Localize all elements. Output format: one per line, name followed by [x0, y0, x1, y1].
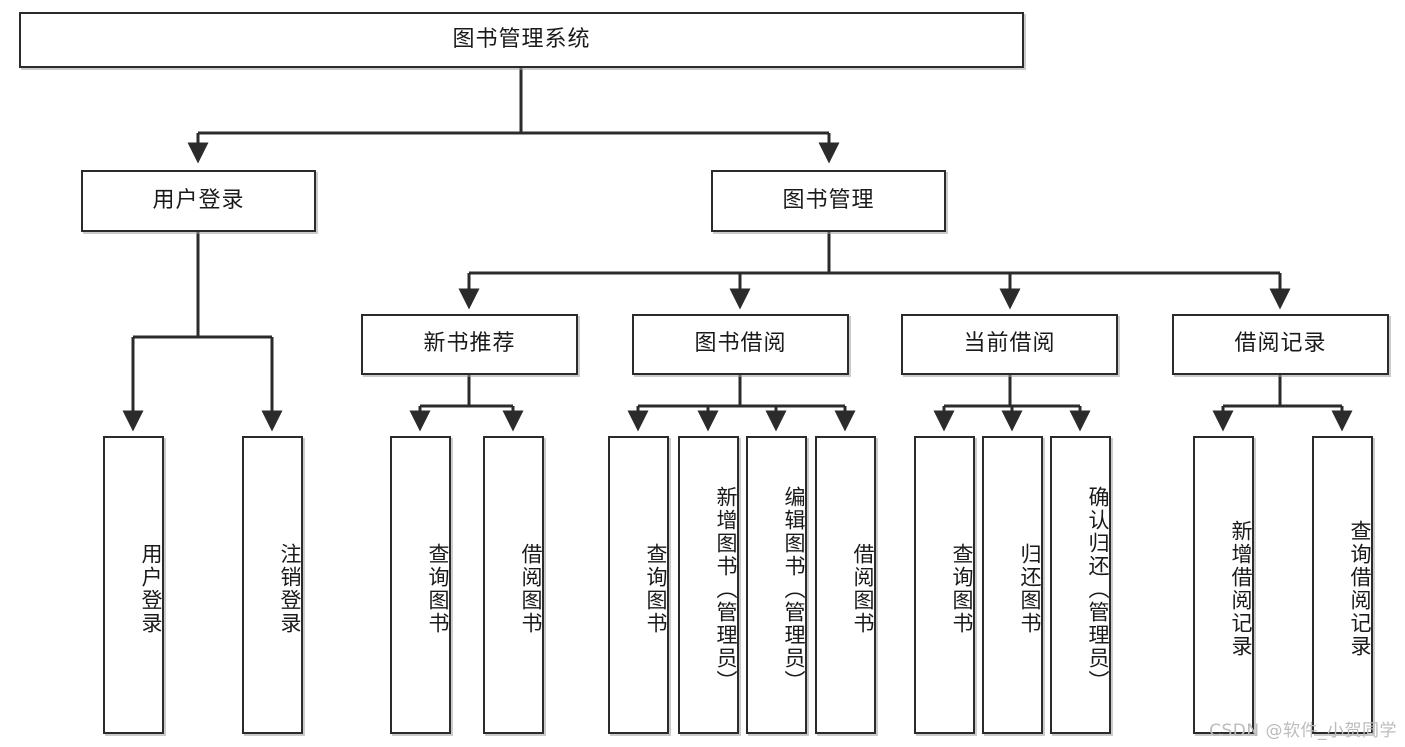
node-leaf-query-book-1[interactable]: 查询图书 [390, 436, 451, 734]
node-label: 查询图书 [950, 543, 974, 635]
node-label: 新增图书（管理员） [714, 485, 738, 693]
node-leaf-query-book-3[interactable]: 查询图书 [914, 436, 975, 734]
node-leaf-confirm-return[interactable]: 确认归还（管理员） [1050, 436, 1111, 734]
node-label: 新书推荐 [423, 331, 516, 357]
node-label: 用户登录 [139, 543, 163, 635]
node-label: 查询借阅记录 [1348, 520, 1372, 658]
node-book-management[interactable]: 图书管理 [711, 170, 946, 232]
node-label: 图书管理系统 [452, 26, 591, 52]
csdn-watermark: CSDN @软件_小贺同学 [1209, 721, 1397, 741]
node-leaf-add-book[interactable]: 新增图书（管理员） [678, 436, 739, 734]
node-leaf-query-book-2[interactable]: 查询图书 [608, 436, 669, 734]
node-label: 图书借阅 [694, 331, 787, 357]
node-label: 查询图书 [644, 543, 668, 635]
node-leaf-borrow-book-2[interactable]: 借阅图书 [815, 436, 876, 734]
node-label: 用户登录 [152, 187, 245, 213]
node-leaf-logout-login[interactable]: 注销登录 [242, 436, 303, 734]
node-new-book-recommend[interactable]: 新书推荐 [361, 314, 578, 375]
node-label: 借阅图书 [851, 543, 875, 635]
node-leaf-edit-book[interactable]: 编辑图书（管理员） [746, 436, 807, 734]
node-leaf-user-login[interactable]: 用户登录 [103, 436, 164, 734]
node-label: 查询图书 [426, 543, 450, 635]
node-label: 确认归还（管理员） [1086, 485, 1110, 693]
node-label: 当前借阅 [963, 331, 1056, 357]
node-book-borrow[interactable]: 图书借阅 [632, 314, 849, 375]
node-label: 归还图书 [1018, 543, 1042, 635]
node-label: 新增借阅记录 [1229, 520, 1253, 658]
node-root-book-management-system[interactable]: 图书管理系统 [19, 12, 1024, 68]
node-label: 图书管理 [782, 187, 875, 213]
node-leaf-return-book[interactable]: 归还图书 [982, 436, 1043, 734]
node-leaf-query-record[interactable]: 查询借阅记录 [1312, 436, 1373, 734]
node-leaf-borrow-book-1[interactable]: 借阅图书 [483, 436, 544, 734]
node-label: 注销登录 [278, 543, 302, 635]
node-current-borrow[interactable]: 当前借阅 [901, 314, 1118, 375]
node-label: 借阅记录 [1234, 331, 1327, 357]
node-label: 借阅图书 [519, 543, 543, 635]
node-leaf-add-record[interactable]: 新增借阅记录 [1193, 436, 1254, 734]
node-borrow-record[interactable]: 借阅记录 [1172, 314, 1389, 375]
node-user-login[interactable]: 用户登录 [81, 170, 316, 232]
node-label: 编辑图书（管理员） [782, 485, 806, 693]
